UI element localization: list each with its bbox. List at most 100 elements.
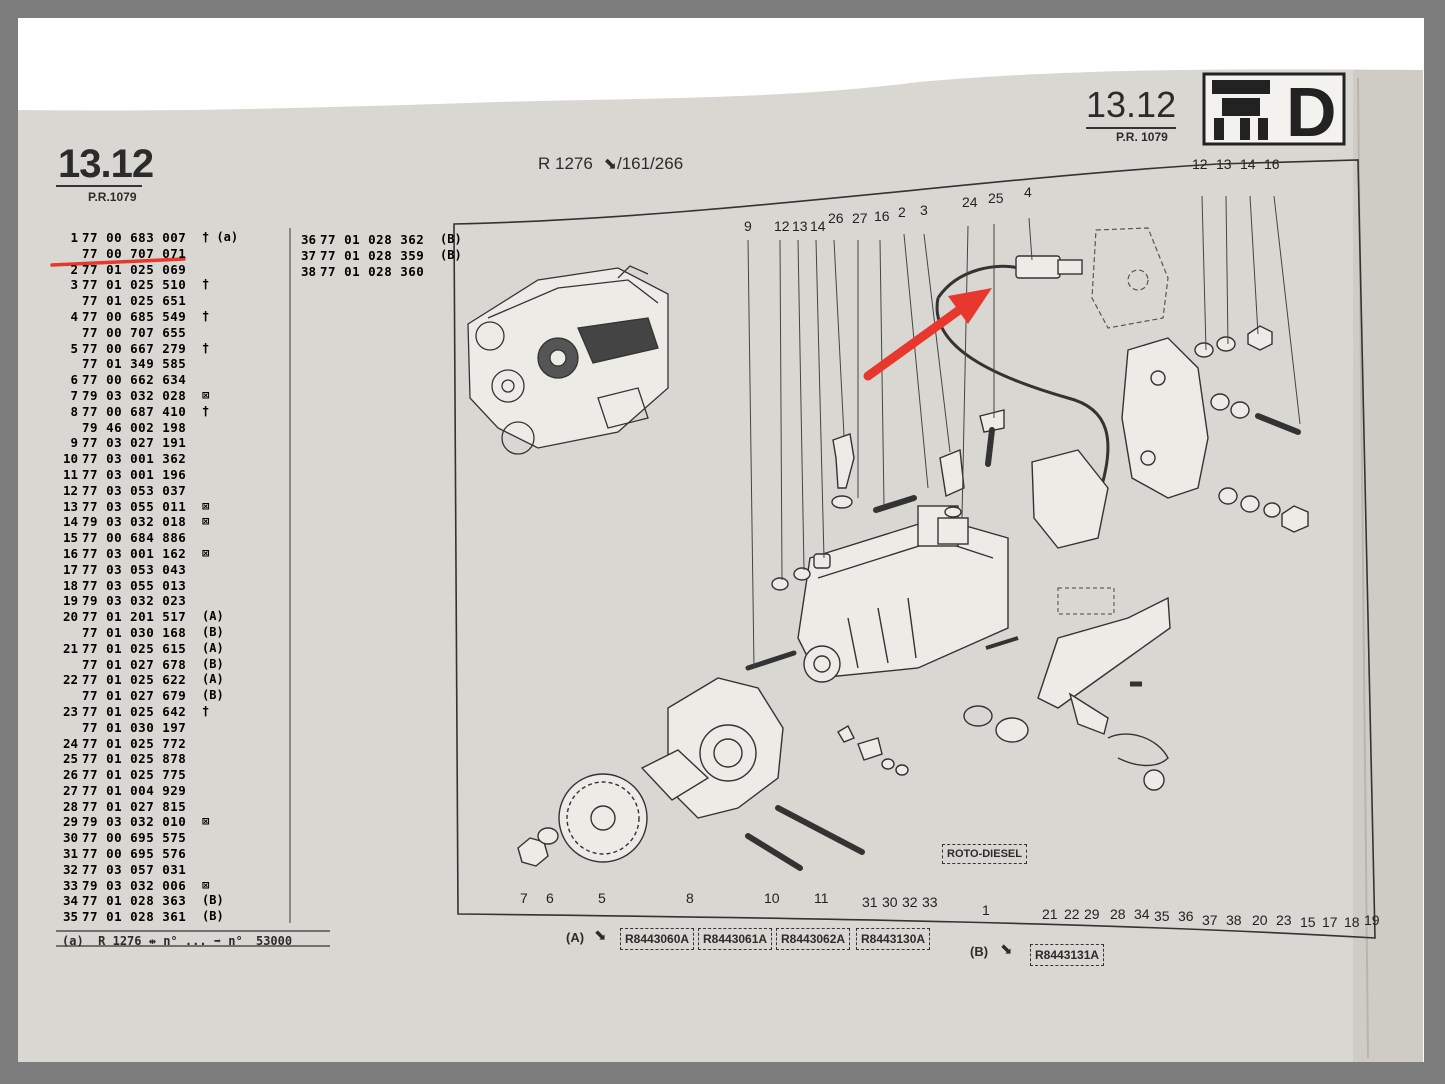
- part-number: 77 01 028 363: [82, 893, 187, 909]
- part-number: 77 01 025 642: [82, 703, 187, 719]
- part-row: 79 46 002 198: [56, 420, 242, 436]
- part-index: 35: [62, 909, 78, 925]
- red-arrow-annotation: [863, 288, 992, 381]
- center-header: R 1276 ⬊/161/266: [538, 154, 683, 174]
- part-index: 30: [62, 830, 78, 846]
- part-mark: † (a): [202, 230, 239, 244]
- part-index: 20: [62, 609, 78, 625]
- callout-number: 12: [774, 218, 790, 234]
- part-mark: (B): [202, 656, 224, 671]
- part-index: 10: [62, 451, 78, 467]
- callout-number: 34: [1134, 906, 1150, 922]
- callout-number: 25: [988, 190, 1004, 206]
- part-mark: (B): [202, 909, 224, 924]
- callout-number: 13: [1216, 156, 1232, 172]
- part-index: 27: [62, 782, 78, 798]
- callout-number: 33: [922, 894, 938, 910]
- part-number: 77 00 684 886: [82, 530, 187, 546]
- part-index: 29: [62, 814, 78, 830]
- callout-number: 38: [1226, 912, 1242, 928]
- red-underline-annotation: [50, 257, 186, 267]
- callout-number: 17: [1322, 914, 1338, 930]
- ref-code-a: R8443062A: [776, 928, 851, 950]
- callout-number: 8: [686, 890, 694, 906]
- callout-number: 37: [1202, 912, 1218, 928]
- part-index: 25: [62, 751, 78, 767]
- engine-thumbnail-illustration: [467, 265, 669, 455]
- part-index: 28: [62, 798, 78, 814]
- part-number: 77 01 025 622: [82, 672, 187, 688]
- injection-pump-illustration: [517, 255, 1309, 871]
- callout-number: 27: [852, 210, 868, 226]
- down-right-arrow-icon-b: ⬊: [1000, 941, 1013, 958]
- part-number: 77 03 001 196: [82, 466, 187, 482]
- callout-number: 22: [1064, 906, 1080, 922]
- part-number: 77 01 025 775: [82, 767, 187, 783]
- part-row: 77 00 707 655: [56, 325, 242, 341]
- part-number: 77 03 055 011: [82, 498, 187, 514]
- part-index: 33: [62, 877, 78, 893]
- part-number: 77 01 025 878: [82, 751, 187, 767]
- part-number: 77 01 349 585: [82, 356, 187, 372]
- part-mark: †: [202, 277, 210, 292]
- part-number: 77 01 025 651: [82, 293, 187, 309]
- paper-shape: [18, 69, 1423, 1062]
- callout-number: 15: [1300, 914, 1316, 930]
- engine-block-detail: [1091, 227, 1169, 329]
- callout-number: 18: [1344, 914, 1360, 930]
- center-header-suffix: /161/266: [616, 154, 684, 173]
- scanned-page: 13.12 P.R.1079 R 1276 ⬊/161/266 13.12 P.…: [18, 18, 1424, 1062]
- part-number: 79 03 032 028: [82, 387, 187, 403]
- part-number: 77 01 028 361: [82, 909, 187, 925]
- part-index: 5: [70, 340, 78, 356]
- right-arrow-icon: ➡: [213, 934, 222, 948]
- part-number: 77 03 057 031: [82, 861, 187, 877]
- part-number: 79 03 032 018: [82, 514, 187, 530]
- callout-number: 28: [1110, 906, 1126, 922]
- part-index: 26: [62, 767, 78, 783]
- callout-number: 20: [1252, 912, 1268, 928]
- callout-number: 19: [1364, 912, 1380, 928]
- part-number: 77 01 027 679: [82, 688, 187, 704]
- paper-sheet: [18, 69, 1423, 1062]
- part-index: 19: [62, 593, 78, 609]
- footnote-n2: n°: [228, 934, 243, 948]
- part-index: 12: [62, 482, 78, 498]
- callout-number: 26: [828, 210, 844, 226]
- part-number: 77 01 025 772: [82, 735, 187, 751]
- part-number: 77 03 053 037: [82, 482, 187, 498]
- part-index: 24: [62, 735, 78, 751]
- spine-shadow: [1353, 70, 1423, 1062]
- part-number: 77 01 030 168: [82, 624, 187, 640]
- part-number: 77 00 667 279: [82, 340, 187, 356]
- part-number: 77 01 028 362: [320, 232, 425, 247]
- section-number-left: 13.12: [58, 142, 154, 187]
- part-number: 77 01 027 815: [82, 798, 187, 814]
- callout-number: 1: [982, 902, 990, 918]
- part-mark: ⊠: [202, 498, 210, 513]
- callout-number: 10: [764, 890, 780, 906]
- callout-number: 9: [744, 218, 752, 234]
- part-mark: (A): [202, 640, 224, 655]
- part-mark: ⊠: [202, 814, 210, 829]
- part-index: 31: [62, 846, 78, 862]
- part-number: 77 00 687 410: [82, 403, 187, 419]
- part-mark: (B): [440, 232, 462, 246]
